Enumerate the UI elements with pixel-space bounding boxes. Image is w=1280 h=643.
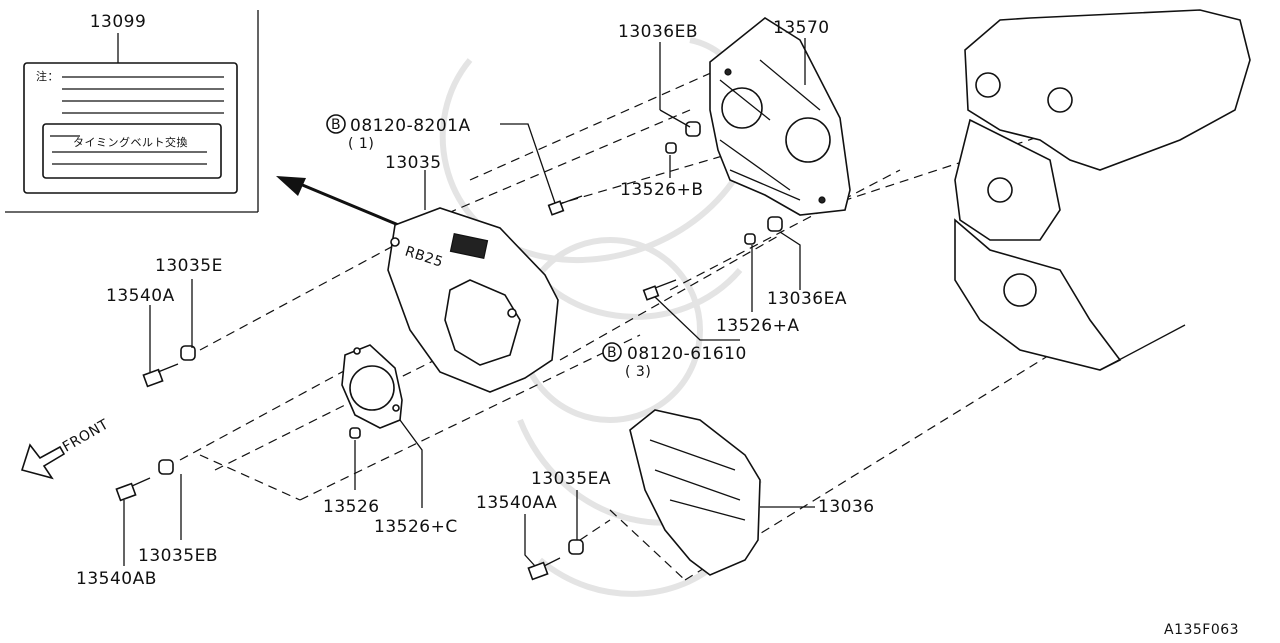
grommet-13036EA <box>767 216 783 232</box>
bolt-08120-8201A <box>547 195 583 216</box>
callout-13570: 13570 <box>773 18 830 38</box>
callout-13526A: 13526+A <box>716 316 799 336</box>
caution-mark: 注： <box>36 69 59 83</box>
bolt-08120-61610 <box>642 279 677 301</box>
callout-08120-61610-qty: ( 3) <box>625 364 651 380</box>
bolt-13540AA <box>527 557 561 581</box>
callout-13035EB: 13035EB <box>138 546 218 566</box>
front-label: FRONT <box>60 416 112 455</box>
callout-13540AB: 13540AB <box>76 569 157 589</box>
fasteners <box>115 121 783 581</box>
callout-08120-61610: 08120-61610 <box>627 344 747 364</box>
collar-13035E <box>180 345 196 361</box>
upper-front-cover: RB25 <box>387 207 559 393</box>
bolt-marker-2-text: B <box>607 345 617 361</box>
callout-08120-8201A: 08120-8201A <box>350 116 471 136</box>
callout-08120-8201A-qty: ( 1) <box>348 136 374 152</box>
grommet-13526A <box>744 233 756 245</box>
rear-timing-cover <box>709 17 851 216</box>
callout-13036: 13036 <box>818 497 875 517</box>
grommet-13526B <box>665 142 677 154</box>
leader-lines <box>123 38 815 567</box>
callout-13526B: 13526+B <box>620 180 704 200</box>
bolt-13540AB <box>115 477 151 502</box>
lower-front-cover <box>629 409 761 576</box>
drawing-code: A135F063 <box>1164 622 1239 638</box>
bolt-13540A <box>142 363 179 388</box>
front-direction-indicator: FRONT <box>20 416 112 480</box>
collar-13035EA <box>568 539 584 555</box>
callout-13035E: 13035E <box>155 256 223 276</box>
timing-belt-text: タイミングベルト交換 <box>73 135 188 149</box>
callout-13036EB: 13036EB <box>618 22 698 42</box>
callout-13036EA: 13036EA <box>767 289 847 309</box>
note-label-panel: 13099 注： タイミングベルト交換 <box>5 10 259 213</box>
callout-13035: 13035 <box>385 153 442 173</box>
grommet-13526 <box>349 427 361 439</box>
bolt-marker-1-text: B <box>331 117 341 133</box>
engine-block-sketch <box>954 9 1251 371</box>
callout-labels: 13036EB 13570 08120-8201A ( 1) 13035 135… <box>76 18 1239 638</box>
label-13099: 13099 <box>90 12 147 32</box>
bolt-markers: B B <box>326 114 622 362</box>
callout-13526C: 13526+C <box>374 517 458 537</box>
callout-13035EA: 13035EA <box>531 469 611 489</box>
seal-gasket <box>341 344 403 429</box>
front-arrow-icon <box>20 443 66 480</box>
assembly-lines <box>179 59 1091 581</box>
collar-13035EB <box>158 459 174 475</box>
callout-13540A: 13540A <box>106 286 175 306</box>
bolt-marker-1 <box>326 114 346 134</box>
grommet-13036EB <box>685 121 701 137</box>
callout-13526: 13526 <box>323 497 380 517</box>
bolt-marker-2 <box>602 342 622 362</box>
callout-13540AA: 13540AA <box>476 493 557 513</box>
